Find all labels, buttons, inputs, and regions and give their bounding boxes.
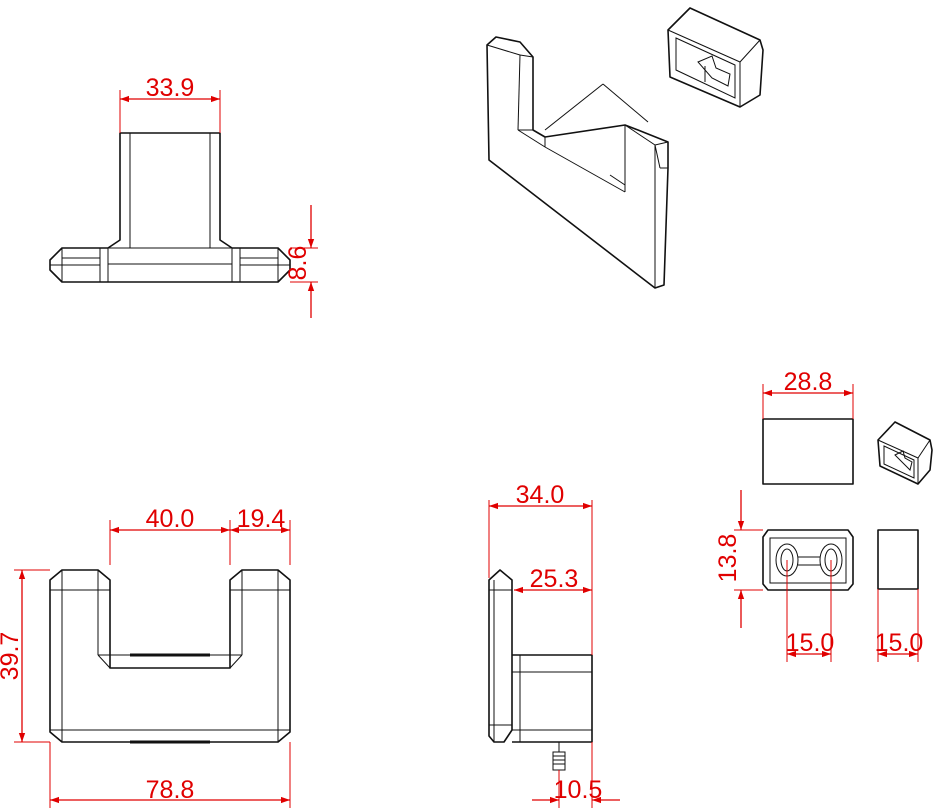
dim-side-base-height: 8.6 xyxy=(284,205,318,318)
dim-profile-inner-depth: 25.3 xyxy=(514,565,592,594)
dim-cap-inner: 15.0 xyxy=(786,560,835,662)
dim-front-gap-width: 40.0 xyxy=(109,505,291,565)
dim-cap-side: 15.0 xyxy=(875,589,924,662)
dim-label-cap-side: 15.0 xyxy=(875,629,924,657)
dim-label-cap-inner: 15.0 xyxy=(786,629,835,657)
dim-label-front-gap-width: 40.0 xyxy=(146,505,195,533)
dim-label-profile-bottom: 10.5 xyxy=(554,776,603,804)
dim-label-front-arm-width: 19.4 xyxy=(237,505,286,533)
dim-label-front-height: 39.7 xyxy=(0,632,24,681)
dim-front-arm-width: 19.4 xyxy=(230,505,290,534)
cap-small-iso xyxy=(877,421,933,485)
dim-label-front-total-width: 78.8 xyxy=(146,776,195,804)
dim-label-cap-height: 13.8 xyxy=(714,534,742,583)
isometric-cap xyxy=(667,7,764,108)
cap-top-view xyxy=(762,529,854,591)
dim-label-cap-width: 28.8 xyxy=(784,368,833,396)
cap-side-view xyxy=(877,529,919,590)
dim-profile-depth: 34.0 xyxy=(488,481,593,655)
dim-cap-width: 28.8 xyxy=(762,368,854,419)
dim-label-side-base-height: 8.6 xyxy=(284,246,312,281)
profile-view xyxy=(488,569,593,771)
dim-front-height: 39.7 xyxy=(0,569,50,743)
dim-label-profile-inner-depth: 25.3 xyxy=(530,565,579,593)
front-view xyxy=(49,569,291,744)
top-view xyxy=(49,132,291,283)
dim-label-side-top-width: 33.9 xyxy=(146,74,195,102)
isometric-hook xyxy=(486,36,669,289)
dim-label-profile-depth: 34.0 xyxy=(516,481,565,509)
cap-front-view xyxy=(762,418,854,485)
dim-front-total-width: 78.8 xyxy=(49,742,291,808)
dim-profile-bottom: 10.5 xyxy=(532,742,620,808)
dim-side-top-width: 33.9 xyxy=(119,74,221,133)
dim-cap-height: 13.8 xyxy=(714,490,763,628)
